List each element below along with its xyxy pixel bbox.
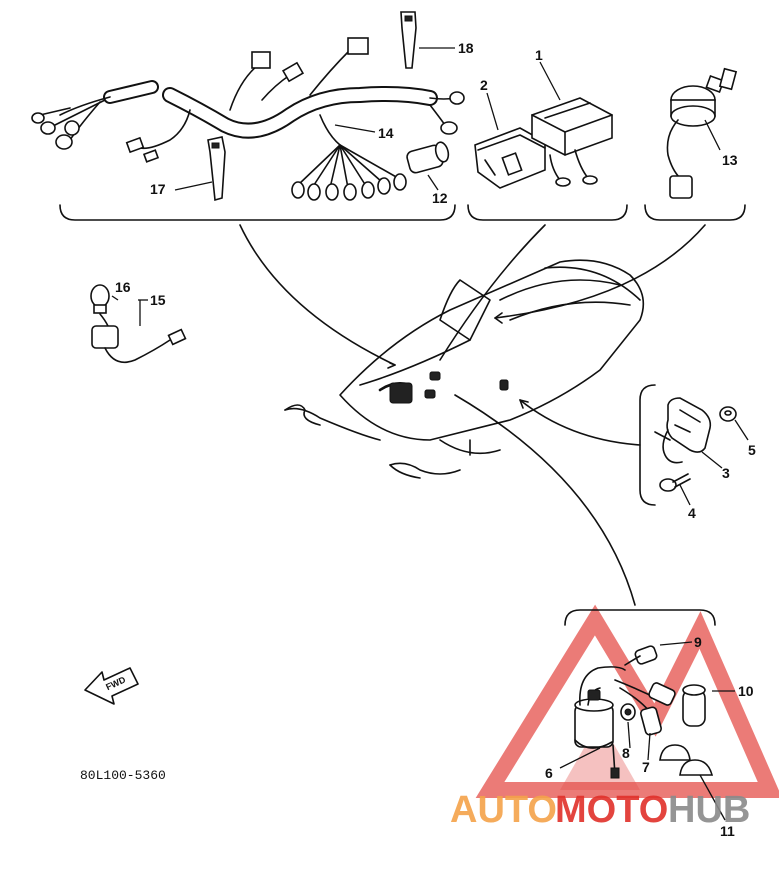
part-12-cap: [406, 141, 450, 174]
location-leaders: [239, 224, 706, 606]
forward-arrow-label: FWD: [104, 674, 127, 692]
part-3-regulator: [654, 397, 712, 464]
watermark-word-3: HUB: [668, 789, 750, 831]
watermark-word-2: MOTO: [555, 789, 668, 831]
part-13-main-switch: [666, 67, 738, 199]
part-1-cdi-unit: [531, 97, 613, 187]
top-group-brackets: [59, 204, 746, 221]
callout-16: 16: [115, 279, 131, 295]
harness-fan-connectors: [291, 144, 407, 201]
forward-arrow-icon: FWD: [84, 667, 139, 705]
callout-10: 10: [738, 683, 754, 699]
callout-18: 18: [458, 40, 474, 56]
callout-13: 13: [722, 152, 738, 168]
watermark-word-1: AUTO: [450, 789, 557, 831]
callout-8: 8: [622, 745, 630, 761]
part-8-grommet: [620, 703, 636, 721]
part-2-ignition-unit: [474, 127, 546, 189]
callout-4: 4: [688, 505, 696, 521]
callout-14: 14: [378, 125, 394, 141]
part-11-boots: [659, 744, 714, 776]
callout-leader-lines: [111, 47, 749, 821]
callout-17: 17: [150, 181, 166, 197]
part-16-bulb-and-15-socket: [90, 284, 187, 364]
part-7-plug-cap: [614, 679, 676, 736]
callout-6: 6: [545, 765, 553, 781]
part-4-bolt: [659, 473, 691, 492]
callout-12: 12: [432, 190, 448, 206]
watermark-logo: [475, 604, 779, 798]
right-group-bracket: [639, 384, 656, 506]
callout-11: 11: [720, 823, 735, 839]
part-5-nut: [719, 406, 737, 422]
wire-harness: [31, 37, 465, 201]
diagram-part-code: 80L100-5360: [80, 768, 166, 783]
callout-5: 5: [748, 442, 756, 458]
bottom-group-bracket: [564, 609, 716, 626]
part-10-plug-cap: [682, 684, 706, 727]
watermark-text: AUTO MOTO HUB: [450, 789, 750, 831]
part-18-cable-tie: [400, 11, 417, 69]
snowmobile-outline: [284, 259, 645, 479]
callout-7: 7: [642, 759, 650, 775]
callout-2: 2: [480, 77, 488, 93]
part-17-cable-tie: [207, 136, 226, 202]
part-9-cap: [624, 645, 658, 666]
part-6-ignition-coil: [574, 666, 626, 779]
callout-9: 9: [694, 634, 702, 650]
callout-3: 3: [722, 465, 730, 481]
callout-numbers: 1 2 3 4 5 6 7 8 9 10 11 12 13 14 15 16 1…: [115, 40, 756, 839]
callout-1: 1: [535, 47, 543, 63]
callout-15: 15: [150, 292, 166, 308]
